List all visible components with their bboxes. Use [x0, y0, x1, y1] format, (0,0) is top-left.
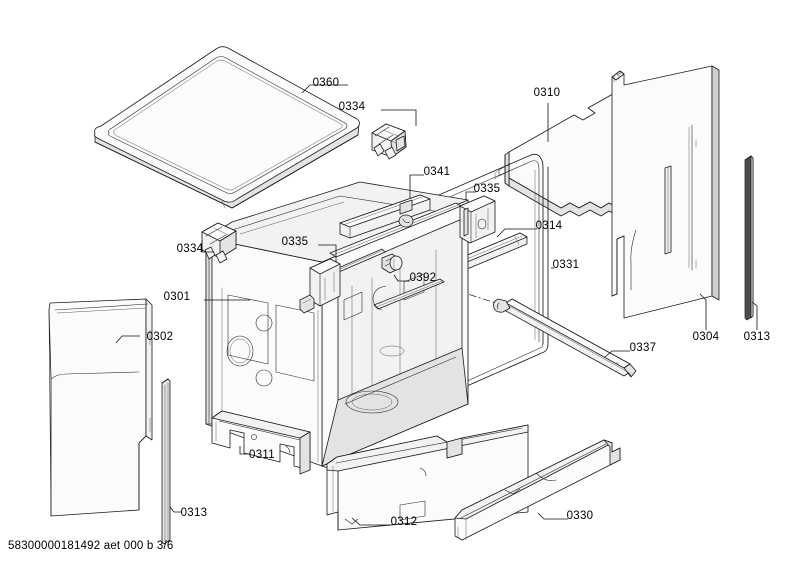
part-0301-cabinet-housing — [205, 181, 469, 471]
part-label-0335-right: 0335 — [474, 183, 501, 195]
part-label-0334-right: 0334 — [339, 101, 366, 113]
part-0334-fixing-clip-right — [371, 123, 407, 160]
leader-0334-left — [201, 240, 214, 253]
part-0311-base-bracket — [211, 410, 311, 475]
part-label-0311: 0311 — [249, 449, 275, 461]
part-0392-retaining-nut — [335, 248, 403, 274]
leader-0311 — [239, 446, 250, 455]
part-label-0392: 0392 — [410, 272, 437, 284]
leader-0335-left — [318, 244, 337, 262]
leader-0341 — [409, 174, 424, 198]
drawing-caption: 58300000181492 aet 000 b 3/6 — [8, 540, 174, 552]
leader-0312 — [351, 517, 392, 526]
leader-0337 — [604, 350, 630, 358]
part-label-0331: 0331 — [553, 259, 580, 271]
leader-0335-right — [465, 191, 476, 200]
part-0335-hinge-bracket-left — [299, 258, 341, 314]
part-0341-top-rail-bracket — [339, 194, 431, 239]
part-label-0337: 0337 — [630, 342, 657, 354]
leader-0302 — [115, 335, 140, 344]
part-0334-fixing-clip-left — [201, 222, 237, 264]
part-label-0310: 0310 — [534, 87, 561, 99]
part-0304-side-panel-right — [611, 65, 720, 319]
leader-0330 — [537, 512, 568, 520]
leader-0313-right — [751, 301, 758, 330]
part-label-0341: 0341 — [424, 166, 451, 178]
part-label-0330: 0330 — [567, 510, 594, 522]
part-label-0313-right: 0313 — [744, 331, 771, 343]
leader-0304 — [699, 293, 707, 330]
part-label-0313-left: 0313 — [181, 507, 208, 519]
part-0302-side-panel-left — [48, 298, 153, 517]
part-0313-trim-strip-right — [744, 155, 754, 321]
part-0360-worktop-panel — [94, 46, 360, 209]
leader-0314 — [496, 228, 537, 238]
leader-0392 — [393, 274, 410, 282]
part-label-0301: 0301 — [164, 291, 191, 303]
part-label-0304: 0304 — [693, 331, 720, 343]
part-0330-plinth-strip — [454, 439, 621, 541]
part-0313-trim-strip-left — [161, 378, 171, 545]
part-label-0334-left: 0334 — [177, 243, 204, 255]
leader-0334-right — [381, 109, 417, 126]
part-label-0335-left: 0335 — [282, 236, 309, 248]
leader-0360 — [301, 84, 348, 94]
part-labels: 0360 0334 0334 0341 0335 0335 0310 0314 … — [147, 77, 771, 528]
leader-0313-left — [169, 506, 182, 513]
part-label-0302: 0302 — [147, 331, 174, 343]
part-0337-support-strut — [413, 276, 637, 378]
part-0335-hinge-bracket-right — [459, 195, 496, 244]
part-label-0360: 0360 — [313, 77, 340, 89]
part-0312-base-cover-front — [326, 424, 529, 531]
part-label-0312: 0312 — [391, 516, 418, 528]
part-label-0314: 0314 — [536, 220, 563, 232]
